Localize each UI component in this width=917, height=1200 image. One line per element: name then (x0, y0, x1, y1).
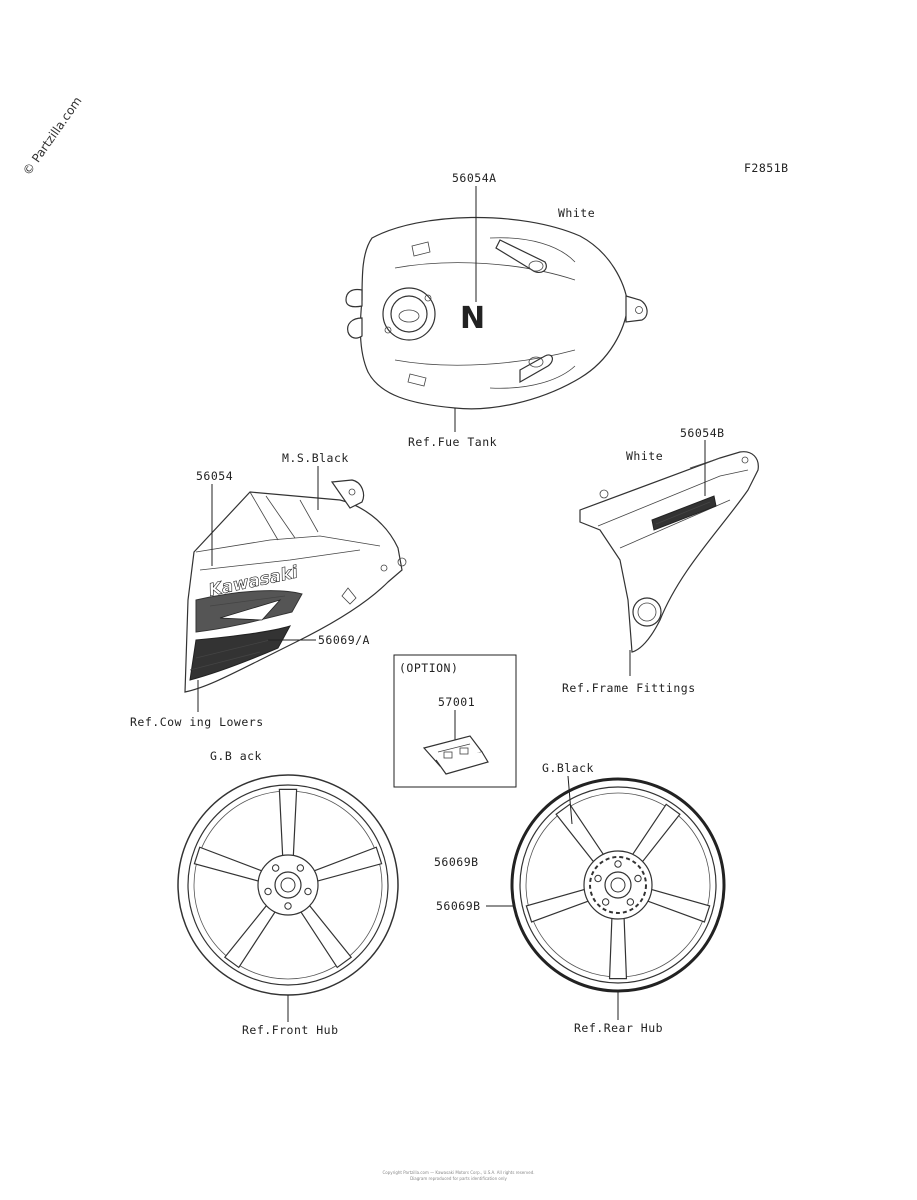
fuel-tank: N (345, 216, 648, 410)
rear-wheel-spoke (608, 913, 628, 980)
label-rear-color: G.Black (542, 761, 594, 775)
label-front-color: G.B ack (210, 749, 262, 763)
label-ref-frame-fittings: Ref.Frame Fittings (562, 681, 696, 695)
frame-fitting (579, 451, 759, 653)
label-option: (OPTION) (399, 661, 458, 675)
front-wheel-bolt (264, 887, 272, 896)
footer-line-1: Copyright Partzilla.com — Kawasaki Motor… (382, 1170, 535, 1175)
cowling-lower: Kawasaki (184, 479, 407, 693)
label-ref-fuel-tank: Ref.Fue Tank (408, 435, 497, 449)
front-wheel-bolt (296, 864, 305, 872)
rear-wheel (510, 777, 726, 993)
rear-wheel-bolt (594, 874, 602, 883)
label-56069b-rear: 56069B (436, 899, 481, 913)
label-ref-front-hub: Ref.Front Hub (242, 1023, 339, 1037)
rear-wheel-bolt (626, 898, 635, 906)
tank-logo-letter: N (460, 301, 485, 336)
label-frame-color: White (626, 449, 663, 463)
label-ref-rear-hub: Ref.Rear Hub (574, 1021, 663, 1035)
rear-wheel-bolt (614, 860, 622, 868)
front-wheel-bolt (304, 887, 312, 896)
front-wheel-bolt (271, 864, 280, 872)
rear-wheel-bolt (601, 898, 610, 906)
footer-line-2: Diagram reproduced for parts identificat… (410, 1176, 507, 1181)
figure-code: F2851B (744, 161, 789, 175)
front-wheel (177, 774, 399, 996)
label-56069a: 56069/A (318, 633, 370, 647)
front-wheel-spoke (278, 788, 298, 861)
label-57001: 57001 (438, 695, 475, 709)
option-box: (OPTION) 57001 (393, 654, 517, 788)
label-56054b: 56054B (680, 426, 725, 440)
front-wheel-bolt (284, 902, 292, 910)
rear-wheel-bolt (634, 874, 642, 883)
label-tank-color: White (558, 206, 595, 220)
label-56069b-front: 56069B (434, 855, 479, 869)
label-cowl-color: M.S.Black (282, 451, 349, 465)
label-56054: 56054 (196, 469, 233, 483)
label-ref-cowling-lowers: Ref.Cow ing Lowers (130, 715, 264, 729)
label-56054a: 56054A (452, 171, 497, 185)
